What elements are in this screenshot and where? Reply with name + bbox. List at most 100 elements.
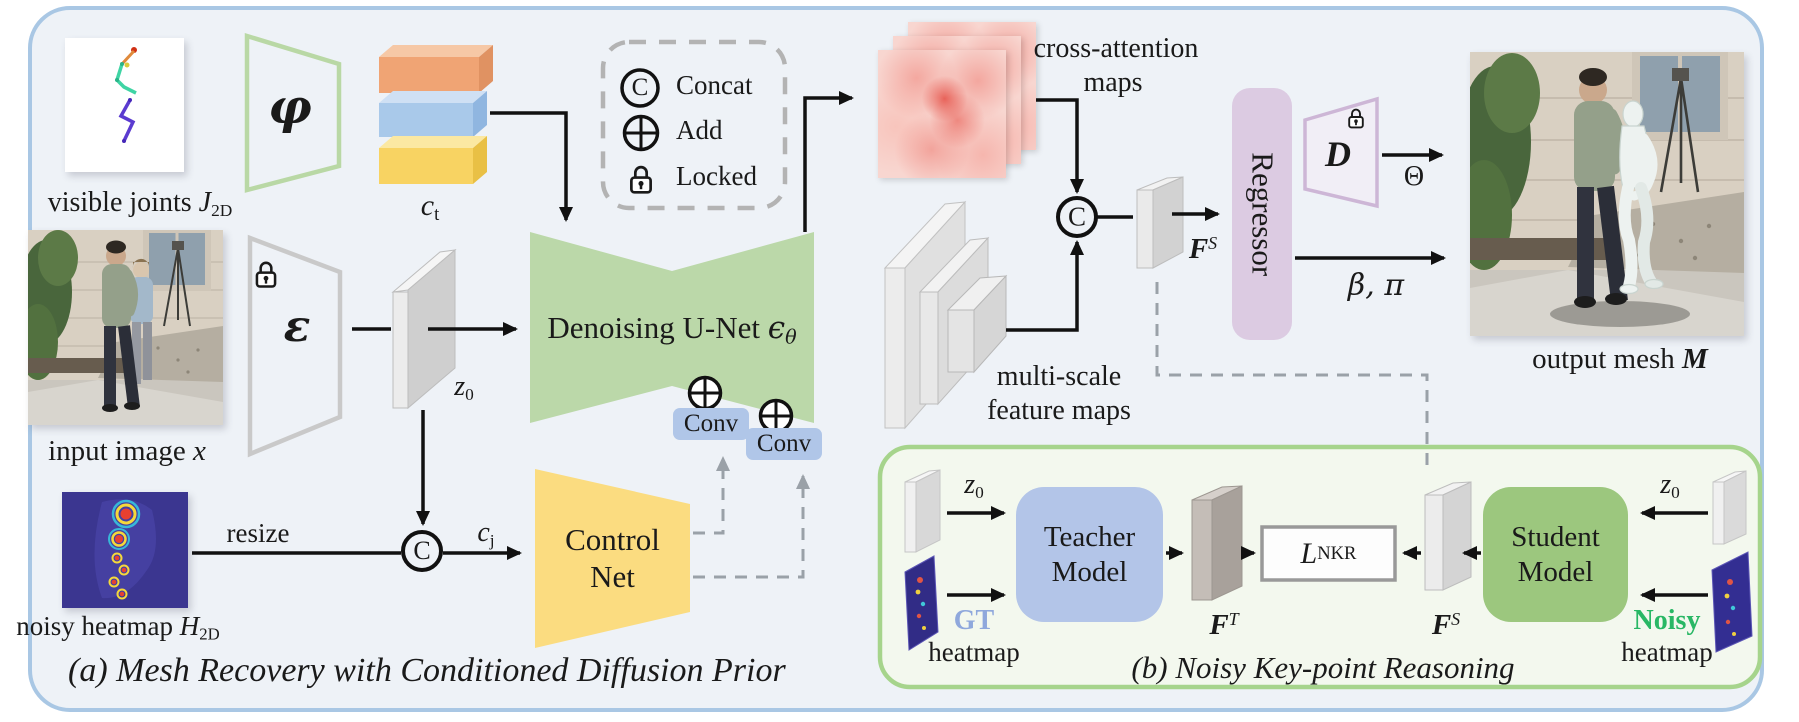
output-photo-scene xyxy=(1456,48,1744,336)
input-photo-scene xyxy=(18,227,223,425)
concat-top-glyph: C xyxy=(1067,201,1087,232)
ft-label: FT xyxy=(1209,609,1238,641)
multiscale-label-2: feature maps xyxy=(987,396,1131,425)
fs-a-var: F xyxy=(1188,233,1209,265)
noisy-label: Noisy xyxy=(1634,606,1701,635)
decoder-glyph: D xyxy=(1325,134,1351,174)
multiscale-label-1: multi-scale xyxy=(997,362,1121,391)
resize-label: resize xyxy=(227,519,290,547)
student-label-line2: Model xyxy=(1517,555,1594,588)
visible-joints-image xyxy=(65,38,184,172)
z0-a-sub: 0 xyxy=(465,384,474,404)
legend-add-label: Add xyxy=(676,116,723,144)
input-image-text: input image xyxy=(48,435,194,467)
legend-concat-text: Concat xyxy=(676,70,753,100)
gt-heatmap-label: heatmap xyxy=(928,638,1019,666)
noisy-heatmap-image xyxy=(62,492,188,608)
legend-locked-label: Locked xyxy=(676,162,757,190)
beta-pi-text: β, π xyxy=(1347,268,1405,303)
fs-label-a: FS xyxy=(1188,233,1218,265)
resize-text: resize xyxy=(226,518,290,548)
control-net-label: Control Net xyxy=(535,504,690,612)
caption-a-text: (a) Mesh Recovery with Conditioned Diffu… xyxy=(68,652,786,689)
legend-locked-text: Locked xyxy=(676,161,757,191)
fs-b-sup: S xyxy=(1451,609,1461,630)
teacher-label-line2: Model xyxy=(1051,555,1128,588)
noisy-text: Noisy xyxy=(1633,605,1701,636)
legend-concat-label: Concat xyxy=(676,71,752,99)
input-image xyxy=(18,227,223,425)
conv-2-label: Conv xyxy=(756,430,812,457)
heatmap-scene xyxy=(62,492,188,608)
concat-bottom-c: C xyxy=(413,536,430,566)
legend-concat-c: C xyxy=(632,74,649,102)
z0-label-a: z0 xyxy=(454,372,474,404)
output-mesh-text: output mesh xyxy=(1532,343,1683,375)
cross-attention-text-1: cross-attention xyxy=(1033,33,1199,64)
cj-label: cj xyxy=(477,518,494,550)
teacher-label-line1: Teacher xyxy=(1043,521,1136,554)
z0-label-b-right: z0 xyxy=(1660,470,1680,502)
control-net-text-2: Net xyxy=(590,559,635,594)
visible-joints-var: J xyxy=(198,187,212,218)
cross-attention-map-front xyxy=(878,50,1006,178)
cj-var: c xyxy=(477,517,490,548)
loss-var: L xyxy=(1300,536,1318,570)
legend-add-text: Add xyxy=(676,115,723,145)
fs-label-b: FS xyxy=(1431,609,1461,641)
unet-label: Denoising U-Net ϵθ xyxy=(547,310,797,349)
legend-c-glyph: C xyxy=(631,74,649,101)
fs-b-var: F xyxy=(1431,609,1452,641)
visible-joints-text: visible joints xyxy=(47,187,199,218)
concat-top-c: C xyxy=(1068,202,1086,233)
caption-b-text: (b) Noisy Key-point Reasoning xyxy=(1131,650,1515,685)
ct-label: ct xyxy=(421,190,440,225)
input-image-var: x xyxy=(193,435,206,467)
unet-text: Denoising U-Net xyxy=(547,310,768,345)
output-mesh-var: M xyxy=(1682,343,1708,375)
z0-br-var: z xyxy=(1660,469,1672,500)
visible-joints-label: visible joints J2D xyxy=(48,188,233,220)
person-1-output xyxy=(1574,68,1628,308)
person-1 xyxy=(102,240,140,412)
phi-glyph: φ xyxy=(268,79,312,135)
output-mesh-label: output mesh M xyxy=(1532,344,1708,374)
gt-heatmap-text: heatmap xyxy=(928,637,1020,667)
output-mesh-image xyxy=(1456,48,1744,336)
cj-sub: j xyxy=(489,530,495,550)
encoder-glyph: ε xyxy=(283,301,311,352)
z0-label-b-left: z0 xyxy=(964,470,984,502)
conv-box-2: Conv xyxy=(746,428,822,460)
gt-text: GT xyxy=(953,605,995,636)
cross-attention-label-2: maps xyxy=(1083,68,1142,97)
ct-var: c xyxy=(420,189,435,222)
mesh-figure xyxy=(1618,100,1664,295)
z0-br-sub: 0 xyxy=(1671,482,1680,502)
cross-attention-label-1: cross-attention xyxy=(1034,34,1199,63)
unet-sub: θ xyxy=(785,325,797,349)
student-model-box: Student Model xyxy=(1483,487,1628,622)
teacher-model-box: Teacher Model xyxy=(1016,487,1163,622)
theta-label: Θ xyxy=(1404,162,1424,191)
cross-attention-text-2: maps xyxy=(1083,67,1143,98)
conv-box-1: Conv xyxy=(673,408,749,440)
fs-a-sup: S xyxy=(1208,233,1218,254)
decoder-label: D xyxy=(1325,134,1351,174)
visible-joints-sub: 2D xyxy=(211,200,233,220)
z0-bl-sub: 0 xyxy=(975,482,984,502)
noisy-heatmap-word-text: heatmap xyxy=(1621,637,1713,667)
noisy-heatmap-text: noisy heatmap xyxy=(16,611,180,641)
ft-var: F xyxy=(1209,609,1229,641)
loss-sub: NKR xyxy=(1317,542,1357,564)
noisy-heatmap-word: heatmap xyxy=(1621,638,1712,666)
gt-label: GT xyxy=(954,606,994,635)
conv-1-label: Conv xyxy=(683,410,739,437)
z0-a-var: z xyxy=(454,371,466,402)
skeleton-drawing xyxy=(115,47,137,143)
caption-panel-b: (b) Noisy Key-point Reasoning xyxy=(1131,650,1515,685)
z0-bl-var: z xyxy=(964,469,976,500)
beta-pi-label: β, π xyxy=(1348,270,1404,302)
ct-sub: t xyxy=(434,204,440,226)
noisy-heatmap-var: H xyxy=(179,611,200,641)
